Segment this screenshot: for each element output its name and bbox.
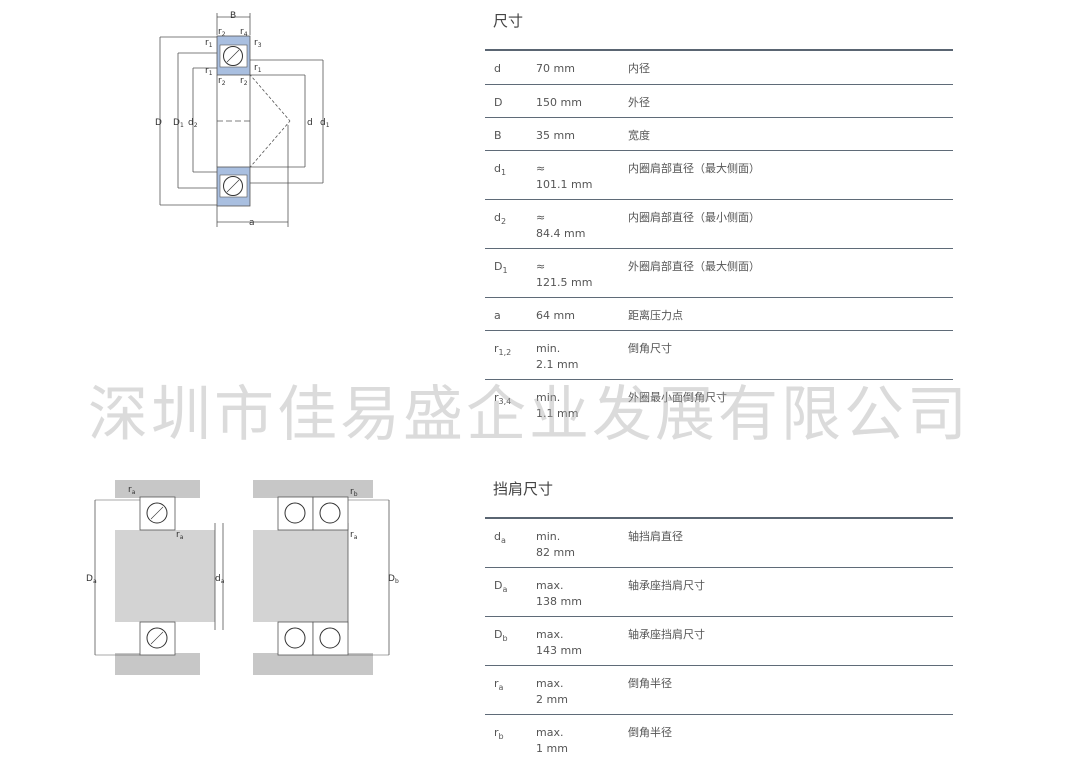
table-row: rb max.1 mm 倒角半径 <box>485 715 953 763</box>
symbol: r3,4 <box>494 391 512 406</box>
description: 宽度 <box>628 129 650 142</box>
dimensions-table: d 70 mm 内径 D 150 mm 外径 B 35 mm 宽度 d1 ≈10… <box>485 49 953 428</box>
description: 轴挡肩直径 <box>628 530 683 543</box>
svg-text:d2: d2 <box>188 118 198 129</box>
description: 倒角半径 <box>628 677 672 690</box>
table-row: d2 ≈84.4 mm 内圈肩部直径（最小侧面） <box>485 200 953 249</box>
description: 轴承座挡肩尺寸 <box>628 579 705 592</box>
table-row: da min.82 mm 轴挡肩直径 <box>485 519 953 568</box>
description: 倒角尺寸 <box>628 342 672 355</box>
value: 35 mm <box>536 129 575 142</box>
description: 内圈肩部直径（最小侧面） <box>628 211 760 224</box>
value: max.2 mm <box>536 677 568 706</box>
table-row: ra max.2 mm 倒角半径 <box>485 666 953 715</box>
description: 倒角半径 <box>628 726 672 739</box>
table-row: d 70 mm 内径 <box>485 51 953 85</box>
table-row: a 64 mm 距离压力点 <box>485 298 953 331</box>
symbol: Da <box>494 579 508 594</box>
label-B: B <box>230 11 236 21</box>
svg-text:r2: r2 <box>218 76 226 87</box>
value: min.82 mm <box>536 530 575 559</box>
svg-text:ra: ra <box>176 530 184 541</box>
symbol: d1 <box>494 162 507 177</box>
svg-text:ra: ra <box>350 530 358 541</box>
abutment-dimension-drawing: ra ra Da da rb ra Db <box>86 480 399 675</box>
value: max.1 mm <box>536 726 568 755</box>
svg-text:D1: D1 <box>173 118 184 129</box>
label-d: d <box>307 118 313 128</box>
svg-text:da: da <box>215 574 225 585</box>
description: 外圈最小面倒角尺寸 <box>628 391 727 404</box>
symbol: D1 <box>494 260 508 275</box>
value: min.2.1 mm <box>536 342 579 371</box>
svg-text:r4: r4 <box>240 27 248 38</box>
value: ≈101.1 mm <box>536 162 593 191</box>
symbol: da <box>494 530 506 545</box>
svg-text:Db: Db <box>388 574 399 585</box>
value: 150 mm <box>536 96 582 109</box>
svg-text:r1: r1 <box>254 63 262 74</box>
value: 64 mm <box>536 309 575 322</box>
value: max.143 mm <box>536 628 582 657</box>
table-row: r1,2 min.2.1 mm 倒角尺寸 <box>485 331 953 380</box>
value: 70 mm <box>536 62 575 75</box>
abutment-title: 挡肩尺寸 <box>493 480 554 498</box>
svg-text:Da: Da <box>86 574 97 585</box>
value: min.1.1 mm <box>536 391 579 420</box>
symbol: Db <box>494 628 508 643</box>
symbol: rb <box>494 726 504 741</box>
description: 外圈肩部直径（最大侧面） <box>628 260 760 273</box>
abutment-table: da min.82 mm 轴挡肩直径 Da max.138 mm 轴承座挡肩尺寸… <box>485 517 953 763</box>
symbol: r1,2 <box>494 342 512 357</box>
symbol: a <box>494 309 501 322</box>
description: 内圈肩部直径（最大侧面） <box>628 162 760 175</box>
dimensions-title: 尺寸 <box>493 12 524 30</box>
symbol: d2 <box>494 211 507 226</box>
value: max.138 mm <box>536 579 582 608</box>
table-row: d1 ≈101.1 mm 内圈肩部直径（最大侧面） <box>485 151 953 200</box>
svg-text:d1: d1 <box>320 118 330 129</box>
description: 内径 <box>628 62 650 75</box>
bearing-dimension-drawing: B r1 r2 r4 r3 r1 r1 r2 r2 D D1 d2 d d1 a <box>155 11 330 228</box>
svg-text:r2: r2 <box>240 76 248 87</box>
label-D: D <box>155 118 162 128</box>
table-row: B 35 mm 宽度 <box>485 118 953 151</box>
description: 轴承座挡肩尺寸 <box>628 628 705 641</box>
description: 距离压力点 <box>628 309 683 322</box>
symbol: B <box>494 129 502 142</box>
svg-text:r2: r2 <box>218 27 226 38</box>
table-row: Db max.143 mm 轴承座挡肩尺寸 <box>485 617 953 666</box>
table-row: D 150 mm 外径 <box>485 85 953 118</box>
symbol: ra <box>494 677 504 692</box>
value: ≈121.5 mm <box>536 260 593 289</box>
table-row: D1 ≈121.5 mm 外圈肩部直径（最大侧面） <box>485 249 953 298</box>
svg-text:ra: ra <box>128 485 136 496</box>
svg-text:r3: r3 <box>254 38 262 49</box>
table-row: r3,4 min.1.1 mm 外圈最小面倒角尺寸 <box>485 380 953 428</box>
symbol: D <box>494 96 503 109</box>
svg-text:rb: rb <box>350 487 358 498</box>
label-a: a <box>249 218 255 228</box>
value: ≈84.4 mm <box>536 211 586 240</box>
description: 外径 <box>628 96 650 109</box>
symbol: d <box>494 62 501 75</box>
svg-text:r1: r1 <box>205 38 213 49</box>
svg-text:r1: r1 <box>205 66 213 77</box>
table-row: Da max.138 mm 轴承座挡肩尺寸 <box>485 568 953 617</box>
